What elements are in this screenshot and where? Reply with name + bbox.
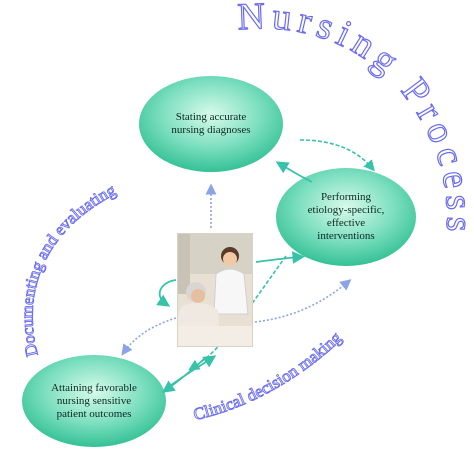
- node-interventions-line-2: etiology-specific,: [307, 204, 385, 216]
- arrow-photo-to-interventions: [255, 251, 306, 264]
- nurse-patient-photo: [177, 233, 253, 347]
- node-outcomes-line-3: patient outcomes: [56, 407, 132, 420]
- node-diagnoses-line-1: Stating accurate: [175, 111, 247, 123]
- node-interventions-label: Performing etiology-specific, effective …: [288, 188, 404, 246]
- arrow-curve-left: [156, 279, 177, 307]
- node-outcomes-label: Attaining favorable nursing sensitive pa…: [32, 380, 156, 422]
- node-outcomes-line-1: Attaining favorable: [51, 381, 137, 394]
- node-interventions-line-1: Performing: [320, 191, 372, 203]
- node-interventions-line-3: effective: [326, 217, 366, 229]
- arrow-photo-to-left: [121, 317, 177, 356]
- node-diagnoses-line-2: nursing diagnoses: [171, 124, 251, 136]
- label-documenting-evaluating: Documenting and evaluating: [18, 180, 120, 358]
- photo-illustration: [178, 234, 252, 346]
- arrow-diagnoses-to-interventions: [299, 139, 375, 172]
- node-interventions-line-4: interventions: [317, 230, 375, 242]
- arrow-photo-to-outcomes: [161, 357, 206, 393]
- node-outcomes: [22, 355, 166, 447]
- node-outcomes-line-2: nursing sensitive: [56, 394, 132, 407]
- node-diagnoses-label: Stating accurate nursing diagnoses: [151, 104, 271, 144]
- node-diagnoses: [139, 76, 283, 172]
- node-interventions: [276, 168, 416, 266]
- arrow-photo-to-interventions-dotted: [254, 279, 352, 323]
- arrow-interventions-to-diagnoses: [275, 161, 313, 183]
